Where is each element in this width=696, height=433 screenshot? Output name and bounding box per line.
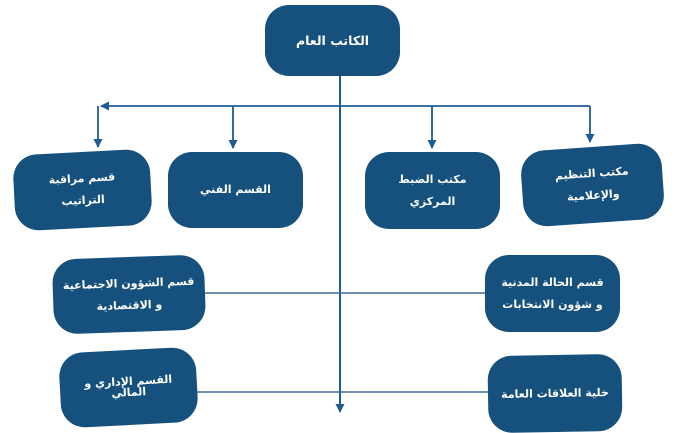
node-label-line1: قسم الحالة المدنية xyxy=(501,275,604,289)
node-label-line1: قسم الشؤون الاجتماعية xyxy=(62,274,195,292)
node-label: القسم الفني xyxy=(200,183,271,196)
node-general-secretary: الكاتب العام xyxy=(265,5,400,76)
node-label: الكاتب العام xyxy=(295,33,370,48)
node-central-registry-office: مكتب الضبط المركزي xyxy=(365,152,500,229)
node-public-relations-cell: خلية العلاقات العامة xyxy=(487,353,623,433)
node-label-line2: و الاقتصادية xyxy=(96,297,163,313)
node-label-line1: قسم مراقبة xyxy=(48,170,116,187)
node-civil-status-elections-dept: قسم الحالة المدنية و شؤون الانتخابات xyxy=(485,255,620,332)
node-label-line2: و شؤون الانتخابات xyxy=(502,297,603,311)
node-technical-dept: القسم الفني xyxy=(168,152,303,228)
node-label-line2: والإعلامية xyxy=(566,187,620,204)
node-label-line2: المركزي xyxy=(409,194,456,208)
node-label-line2: التراتيب xyxy=(61,192,106,209)
node-label-line2: المالي xyxy=(111,384,147,400)
node-label: خلية العلاقات العامة xyxy=(500,385,610,401)
node-social-economic-affairs-dept: قسم الشؤون الاجتماعية و الاقتصادية xyxy=(51,254,207,335)
node-organization-informatics-office: مكتب التنظيم والإعلامية xyxy=(519,142,666,228)
node-label-line1: مكتب الضبط xyxy=(398,172,467,186)
node-admin-financial-dept: القسم الإداري و المالي xyxy=(58,346,199,429)
node-regulations-monitoring-dept: قسم مراقبة التراتيب xyxy=(12,148,153,232)
